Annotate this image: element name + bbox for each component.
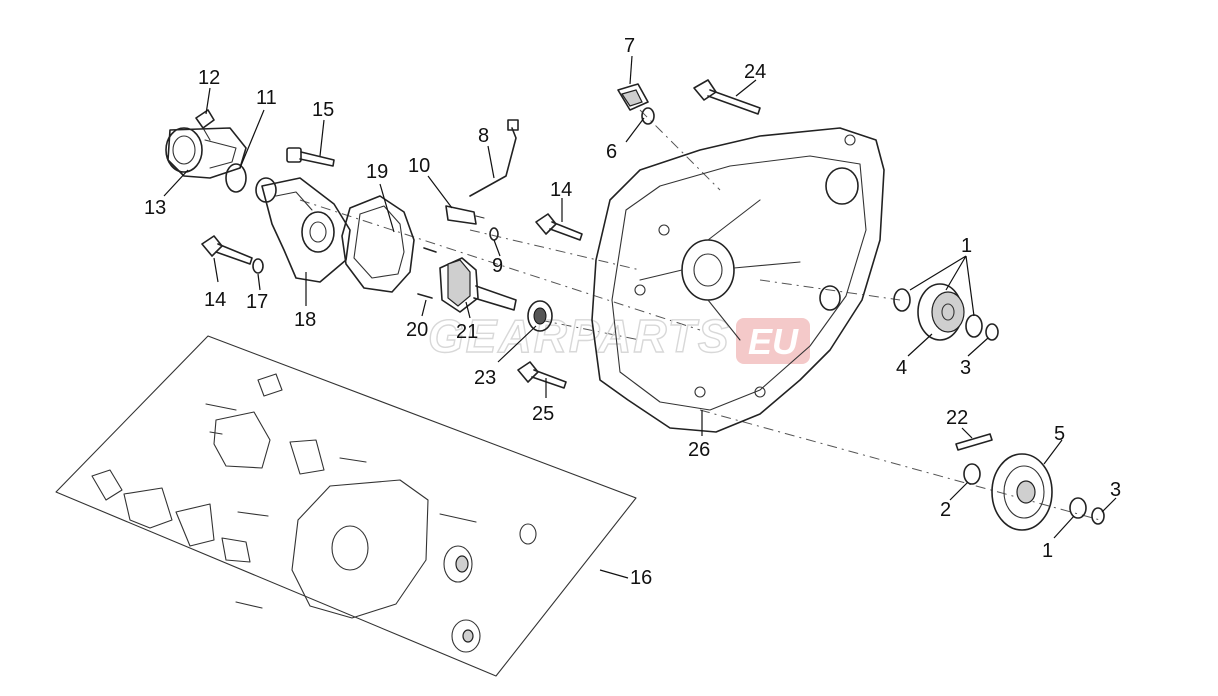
callout-23: 23: [474, 367, 496, 389]
callout-5: 5: [1054, 423, 1065, 445]
part-23-oil-seal: [527, 300, 553, 332]
callout-11: 11: [256, 87, 277, 109]
callout-1-lower: 1: [1042, 540, 1053, 562]
part-8-sensor-wire: [469, 119, 519, 197]
part-1-washer-upper: [893, 288, 911, 312]
callout-2: 2: [940, 499, 951, 521]
part-2-washer: [963, 463, 981, 485]
callout-1-upper: 1: [961, 235, 972, 257]
callout-13: 13: [144, 197, 166, 219]
part-6-o-ring: [641, 107, 655, 125]
part-25-bolt: [517, 361, 567, 389]
part-3-circlip-upper: [985, 323, 999, 341]
part-16-assembly-kit: [55, 335, 637, 677]
part-5-gear: [991, 453, 1053, 531]
callout-26: 26: [688, 439, 710, 461]
callout-19: 19: [366, 161, 388, 183]
callout-20: 20: [406, 319, 428, 341]
part-24-bolt: [693, 79, 761, 115]
part-1-washer-lower: [1069, 497, 1087, 519]
callout-4: 4: [896, 357, 907, 379]
callout-14-center: 14: [550, 179, 572, 201]
callout-7: 7: [624, 35, 635, 57]
part-3-circlip-lower: [1091, 507, 1105, 525]
part-9-ring: [489, 227, 499, 241]
callout-3-lower: 3: [1110, 479, 1121, 501]
part-19-gasket: [341, 195, 415, 293]
leader-lines: [163, 55, 1117, 579]
part-1-washer-upper-2: [965, 314, 983, 338]
callout-18: 18: [294, 309, 316, 331]
part-20-dowel-pins: [417, 247, 437, 299]
callout-9: 9: [492, 255, 503, 277]
callout-12: 12: [198, 67, 220, 89]
part-26-clutch-cover: [591, 127, 885, 433]
watermark: GEARPARTS EU: [427, 309, 810, 364]
callout-labels: 1 1 2 3 3 4 5 6 7 8 9 10 11 12 13 14 14 …: [144, 35, 1121, 589]
part-22-pin: [955, 433, 993, 451]
part-7-plug: [617, 83, 649, 111]
watermark-badge-text: EU: [748, 321, 799, 362]
callout-14-left: 14: [204, 289, 226, 311]
part-21-impeller-shaft: [439, 257, 517, 313]
part-18-pump-cover: [255, 177, 351, 283]
part-14-bolt-left: [201, 235, 253, 265]
part-15-bolt: [286, 147, 335, 167]
part-4-gear: [917, 283, 965, 341]
part-12-screw: [195, 109, 215, 141]
part-13-thermostat-housing: [165, 127, 247, 179]
callout-16: 16: [630, 567, 652, 589]
watermark-badge: [736, 318, 810, 364]
callout-8: 8: [478, 125, 489, 147]
part-17-washer: [252, 258, 264, 274]
callout-25: 25: [532, 403, 554, 425]
callout-10: 10: [408, 155, 430, 177]
callout-24: 24: [744, 61, 766, 83]
part-10-sensor: [445, 205, 485, 225]
callout-3-upper: 3: [960, 357, 971, 379]
callout-22: 22: [946, 407, 968, 429]
callout-21: 21: [456, 321, 478, 343]
part-14-bolt-center: [535, 213, 583, 241]
part-11-o-ring: [225, 163, 247, 193]
callout-6: 6: [606, 141, 617, 163]
callout-15: 15: [312, 99, 334, 121]
callout-17: 17: [246, 291, 268, 313]
watermark-text: GEARPARTS: [428, 310, 731, 362]
